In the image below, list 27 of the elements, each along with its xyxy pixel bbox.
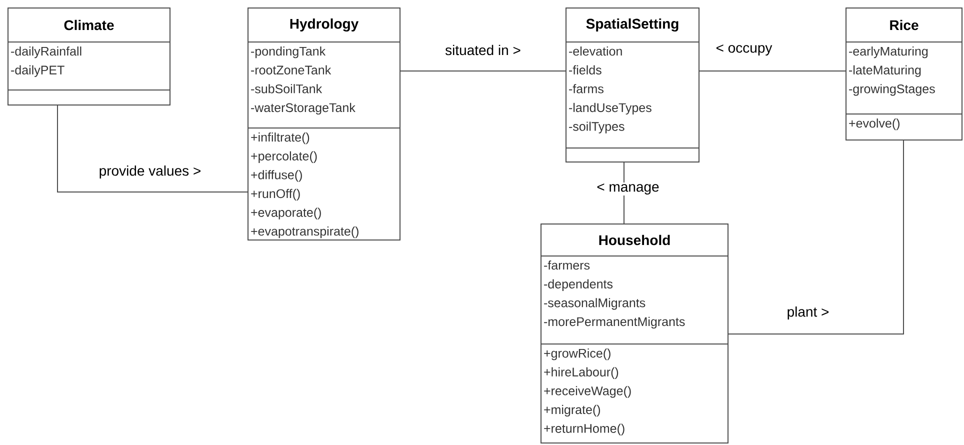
class-name: SpatialSetting — [586, 18, 678, 32]
method-list: +growRice() +hireLabour() +receiveWage() +migrate() +returnHome() — [544, 348, 631, 436]
attribute-list: -earlyMaturing -lateMaturing -growingStages — [849, 46, 935, 96]
attribute-list: -elevation -fields -farms -landUseTypes -soilTypes — [569, 46, 652, 134]
class-box — [566, 8, 700, 162]
class-name: Climate — [64, 20, 114, 30]
edge-label: situated in > — [444, 44, 522, 56]
edge-label: plant > — [786, 305, 830, 321]
class-box — [846, 8, 962, 140]
class-box — [8, 8, 170, 106]
association-line — [728, 140, 904, 334]
class-name: Household — [599, 234, 670, 246]
class-box — [248, 8, 400, 240]
association-line — [699, 70, 846, 72]
class-name: Hydrology — [290, 18, 359, 32]
edge-label: provide values > — [98, 164, 202, 180]
edge-label: < occupy — [714, 43, 774, 57]
association-line — [57, 105, 248, 192]
edge-label: < manage — [596, 182, 660, 196]
association-line — [400, 70, 566, 72]
method-list: +infiltrate() +percolate() +diffuse() +runOff() +evaporate() +evapotranspirate() — [251, 132, 358, 238]
attribute-list: -dailyRainfall -dailyPET — [11, 46, 82, 77]
attribute-list: -farmers -dependents -seasonalMigrants -morePermanentMigrants — [544, 260, 685, 329]
method-list: +evolve() — [849, 118, 900, 130]
class-box — [540, 224, 728, 444]
class-name: Rice — [890, 20, 918, 30]
attribute-list: -pondingTank -rootZoneTank -subSoilTank -waterStorageTank — [251, 46, 356, 115]
